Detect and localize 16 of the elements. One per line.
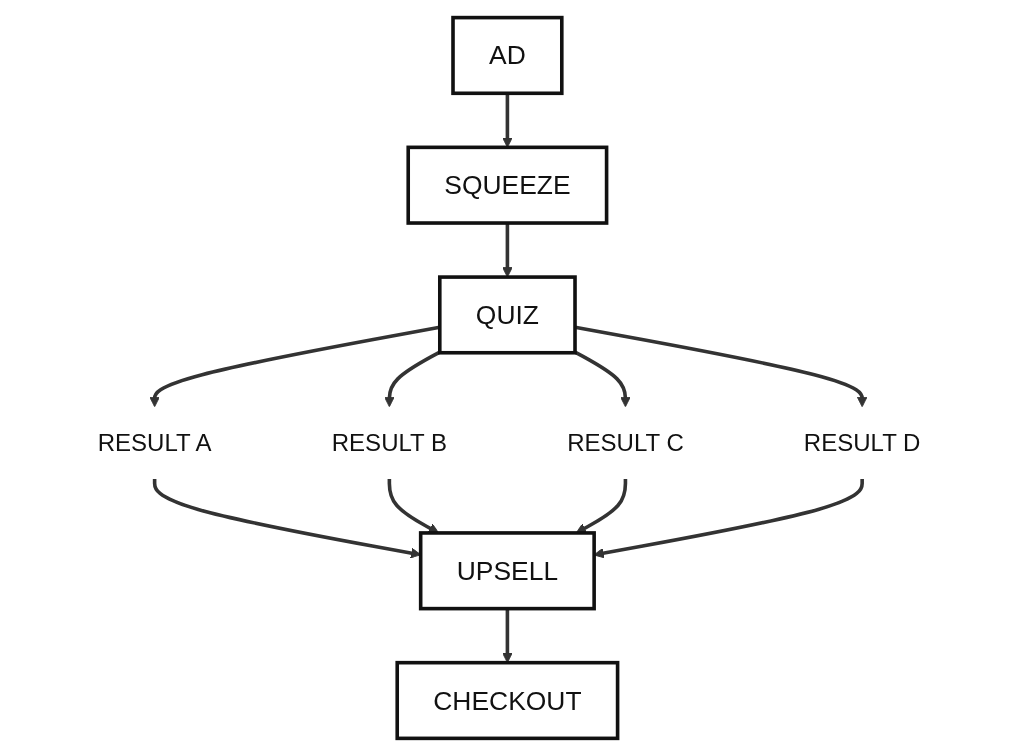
arrow [575, 478, 628, 533]
arrow [574, 325, 868, 407]
arrow [384, 350, 441, 407]
arrow [502, 608, 513, 663]
node-box: SQUEEZE [406, 145, 609, 225]
arrow [387, 478, 439, 533]
node-text: RESULT C [567, 429, 684, 456]
node-text: RESULT B [331, 429, 447, 456]
node-box: AD [451, 15, 564, 95]
node-text: RESULT A [97, 429, 212, 456]
arrow [149, 325, 441, 407]
node-text: RESULT D [803, 429, 921, 456]
node-box: UPSELL [418, 530, 596, 610]
node-box: QUIZ [437, 274, 577, 355]
node-box: CHECKOUT [395, 660, 620, 740]
arrow [574, 350, 631, 407]
